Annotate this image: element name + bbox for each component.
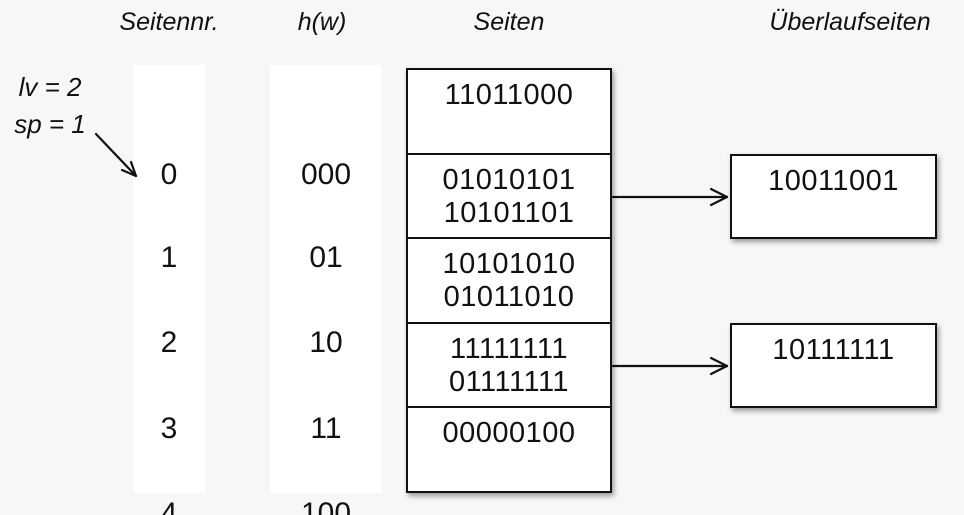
overflow-page-box-1: 10011001 bbox=[730, 154, 937, 239]
overflow-arrow-icon bbox=[611, 356, 729, 376]
page-number: 3 bbox=[160, 412, 178, 445]
page-cell-1: 01010101 10101101 bbox=[408, 152, 610, 238]
hash-value: 01 bbox=[309, 241, 343, 274]
page-entry: 11111111 bbox=[450, 332, 568, 365]
hash-value: 10 bbox=[309, 326, 343, 359]
header-ueberlaufseiten: Überlaufseiten bbox=[769, 8, 931, 36]
page-number: 2 bbox=[160, 326, 178, 359]
hash-value: 000 bbox=[300, 158, 352, 191]
page-entry: 01011010 bbox=[443, 281, 575, 314]
header-seiten: Seiten bbox=[473, 8, 545, 36]
page-cell-4: 00000100 bbox=[408, 406, 610, 491]
overflow-arrow-icon bbox=[611, 187, 729, 207]
page-number-column: 0 1 2 3 4 bbox=[133, 65, 205, 515]
page-entry: 11011000 bbox=[444, 79, 574, 111]
split-pointer-arrow-icon bbox=[94, 132, 138, 178]
hash-value: 11 bbox=[310, 412, 342, 445]
page-cell-3: 11111111 01111111 bbox=[408, 321, 610, 407]
page-number: 1 bbox=[160, 241, 178, 274]
page-cell-0: 11011000 bbox=[408, 70, 610, 153]
page-entry: 01111111 bbox=[448, 365, 570, 398]
hash-value-column: 000 01 10 11 100 bbox=[270, 65, 382, 515]
page-entry: 10101101 bbox=[443, 196, 575, 229]
pages-stack: 11011000 01010101 10101101 10101010 0101… bbox=[406, 68, 612, 493]
header-hash-function: h(w) bbox=[297, 8, 347, 36]
annotation-level: lv = 2 bbox=[18, 72, 82, 102]
overflow-entry: 10111111 bbox=[772, 334, 895, 366]
hash-value: 100 bbox=[300, 497, 352, 515]
page-number: 0 bbox=[160, 158, 178, 191]
overflow-entry: 10011001 bbox=[768, 165, 899, 197]
header-seitennr: Seitennr. bbox=[119, 8, 219, 36]
page-number: 4 bbox=[160, 497, 178, 515]
annotation-split-pointer: sp = 1 bbox=[14, 109, 86, 139]
page-entry: 00000100 bbox=[442, 417, 576, 450]
page-entry: 01010101 bbox=[442, 163, 576, 196]
overflow-page-box-3: 10111111 bbox=[730, 323, 937, 408]
page-cell-2: 10101010 01011010 bbox=[408, 237, 610, 322]
page-entry: 10101010 bbox=[442, 248, 576, 281]
